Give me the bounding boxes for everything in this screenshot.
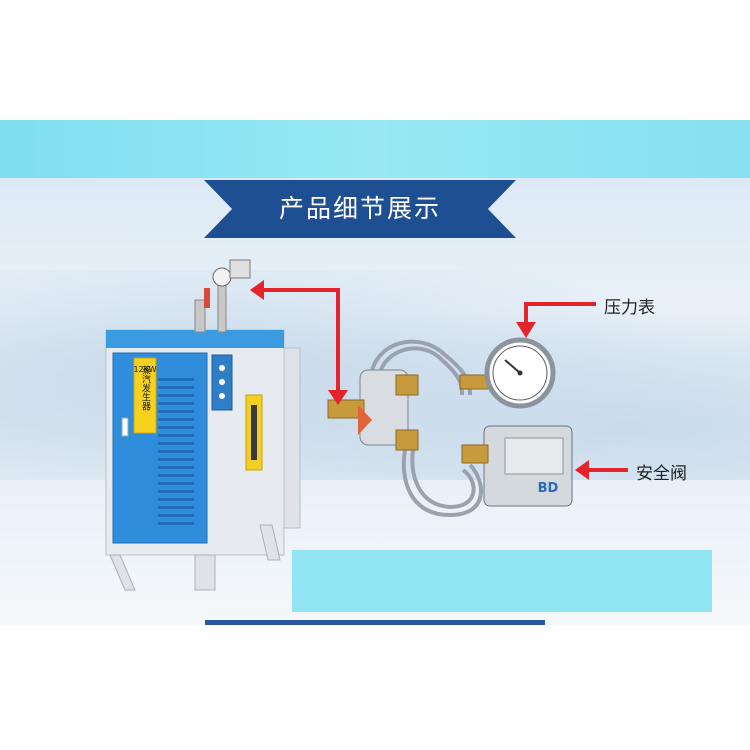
pressure-gauge-needle — [504, 359, 521, 374]
cabinet-leg-back — [259, 524, 281, 561]
callout-safety-valve: 安全阀 — [636, 464, 687, 484]
top-pipe-2 — [217, 279, 227, 333]
valve-connector — [461, 444, 489, 464]
arrow-head-cabinet — [250, 280, 264, 300]
top-red-handle — [204, 288, 210, 308]
arrow-head-gauge — [516, 322, 536, 338]
brass-inlet — [327, 399, 365, 419]
panel-light-1 — [219, 365, 225, 371]
title-banner — [204, 180, 516, 238]
door-louvers — [158, 378, 194, 525]
top-mini-valve — [229, 259, 251, 279]
door-handle — [121, 417, 129, 437]
top-mini-gauge — [212, 267, 232, 287]
arrow-to-gauge — [524, 302, 596, 328]
cabinet-door — [112, 352, 208, 544]
sight-glass — [251, 405, 257, 460]
manifold-red-mark — [358, 405, 372, 435]
cabinet-leg-front-left — [109, 554, 136, 591]
lower-coil — [401, 449, 483, 518]
panel-light-2 — [219, 379, 225, 385]
safety-valve-face — [504, 437, 564, 475]
panel-light-3 — [219, 393, 225, 399]
brass-fitting-upper — [395, 374, 419, 396]
pressure-gauge-scale — [492, 345, 548, 401]
door-label — [133, 357, 157, 434]
page-title: 产品细节展示 — [278, 194, 441, 223]
arrow-head-valve — [575, 460, 589, 480]
arrow-to-cabinet — [260, 288, 340, 395]
cabinet-leg-front-right — [194, 554, 216, 591]
top-cyan-band — [0, 120, 750, 178]
machine-power-label: 12KW — [133, 365, 156, 374]
machine-name-label: 蒸汽发生器 — [140, 364, 151, 410]
bottom-cyan-band — [292, 550, 712, 612]
cabinet-top-strip — [106, 330, 284, 348]
valve-badge-text: BD — [538, 481, 559, 496]
brass-fitting-lower — [395, 429, 419, 451]
bottom-divider — [205, 620, 545, 625]
arrow-head-manifold — [328, 390, 348, 405]
steam-generator-illustration: 12KW 蒸汽发生器 BD — [105, 259, 628, 591]
pressure-gauge-pivot — [517, 370, 523, 376]
callout-pressure-gauge: 压力表 — [604, 298, 655, 318]
product-detail-panel: 产品细节展示 — [0, 120, 750, 625]
top-pipe-1 — [194, 299, 206, 333]
